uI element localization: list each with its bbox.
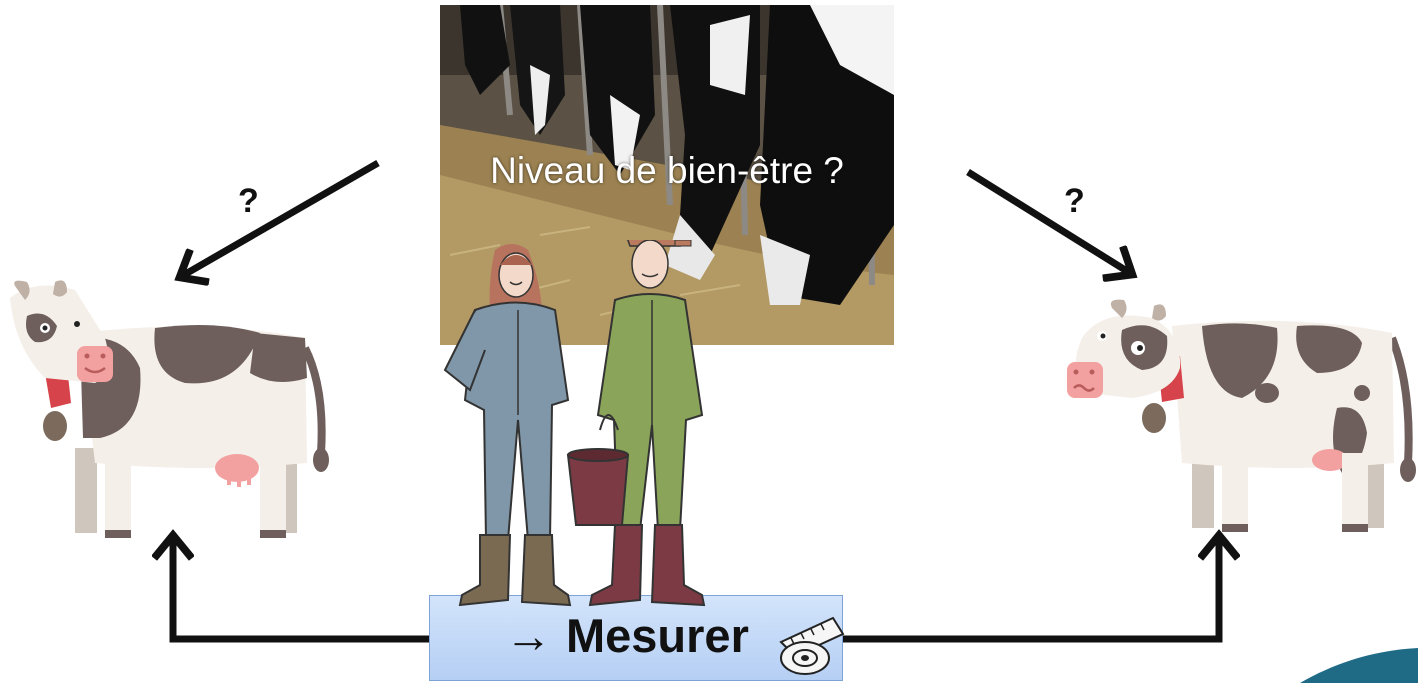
farmer-man-icon [566, 240, 706, 607]
right-arrow-glyph: → [505, 609, 552, 662]
measure-text: Mesurer [566, 609, 749, 662]
farmers-illustration [443, 240, 706, 607]
photo-caption: Niveau de bien-être ? [490, 150, 844, 191]
happy-cow-icon [10, 280, 329, 538]
arrow-to-sad-cow [966, 169, 1130, 273]
feedback-arrow-right [843, 538, 1219, 643]
measure-label: → Mesurer [505, 608, 749, 663]
sad-cow-icon [1067, 299, 1416, 532]
left-question-mark: ? [238, 182, 259, 220]
corner-swoosh [1300, 648, 1418, 683]
feedback-arrow-left [173, 538, 430, 643]
right-question-mark: ? [1064, 182, 1085, 220]
arrow-to-happy-cow [182, 159, 380, 276]
farmer-woman-icon [443, 244, 572, 607]
tape-measure-icon [779, 616, 845, 675]
